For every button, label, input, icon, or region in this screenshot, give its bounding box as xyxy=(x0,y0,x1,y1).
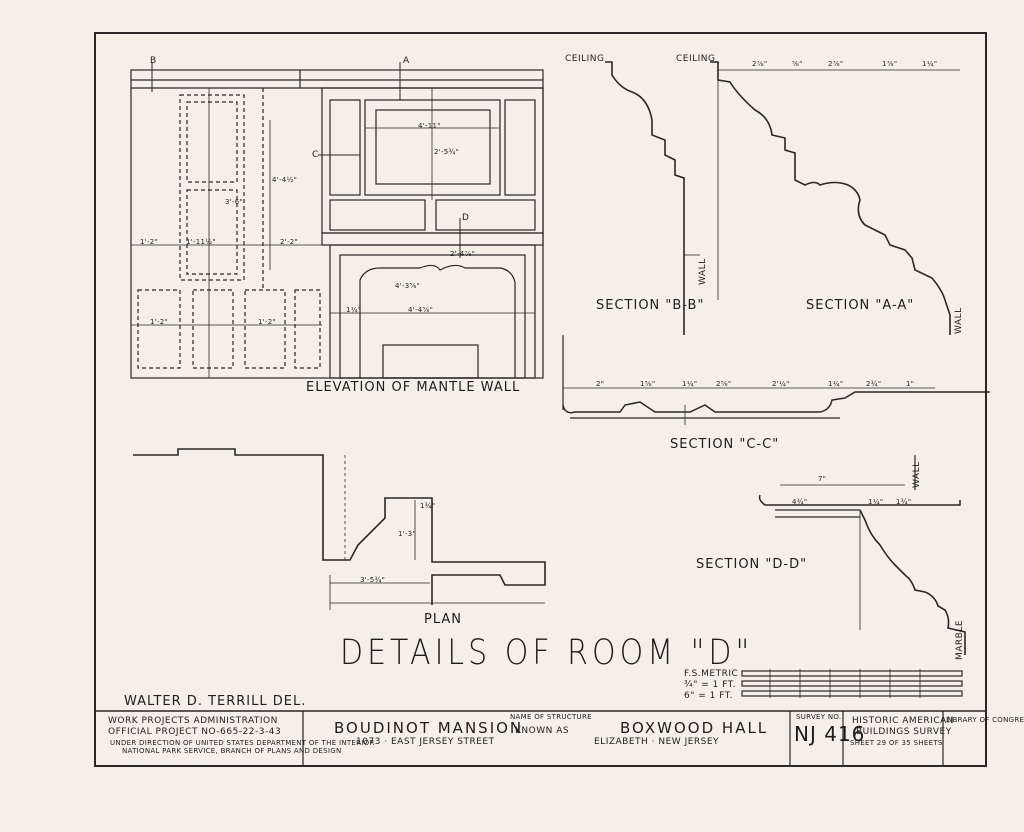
dim-text: 1¼" xyxy=(922,60,938,68)
wpa-line-2: OFFICIAL PROJECT NO-665-22-3-43 xyxy=(108,727,282,737)
plan-drawing xyxy=(133,448,546,610)
dim-text: 2¾" xyxy=(866,380,882,388)
dim-text: 2" xyxy=(596,380,605,388)
sheet-border xyxy=(94,32,987,767)
drawing-title: DETAILS OF ROOM "D" xyxy=(340,633,754,674)
dim-text: 1" xyxy=(906,380,915,388)
dim-text: 2'-5¾" xyxy=(434,148,460,156)
dim-text: 7" xyxy=(818,475,827,483)
section-dd-label: SECTION "D-D" xyxy=(696,557,808,572)
dim-text: 4¾" xyxy=(792,498,808,506)
wpa-line-1: WORK PROJECTS ADMINISTRATION xyxy=(108,716,278,726)
dim-text: 1¼" xyxy=(682,380,698,388)
dim-text: 2⅞" xyxy=(828,60,844,68)
dim-text: 1'-2" xyxy=(258,318,277,326)
dim-text: 3'-5¾" xyxy=(360,576,386,584)
dim-text: 4'-4⅝" xyxy=(408,306,434,314)
dim-text: 2'-2" xyxy=(280,238,299,246)
dim-text: 4'-11" xyxy=(418,122,441,130)
ceiling-label-aa: CEILING xyxy=(676,54,716,64)
dim-text: 2'¼" xyxy=(772,380,790,388)
name-caption: NAME OF STRUCTURE xyxy=(510,713,592,721)
survey-number: NJ 416 xyxy=(794,722,866,746)
habs-line-1: HISTORIC AMERICAN xyxy=(852,716,954,726)
dim-text: 1¼" xyxy=(868,498,884,506)
structure-aka: BOXWOOD HALL xyxy=(620,719,769,737)
section-marker-a: A xyxy=(403,56,410,66)
ceiling-label-bb: CEILING xyxy=(565,54,605,64)
habs-line-2: BUILDINGS SURVEY xyxy=(856,727,952,737)
section-cc-label: SECTION "C-C" xyxy=(670,437,780,452)
section-bb-profile xyxy=(605,61,700,335)
section-marker-b: B xyxy=(150,56,157,66)
dim-text: 1¼" xyxy=(346,306,362,314)
library-note: LIBRARY OF CONGRESS xyxy=(946,716,1024,724)
dim-text: 2⅝" xyxy=(716,380,732,388)
dim-text: 1⅝" xyxy=(640,380,656,388)
wall-label-dd: WALL xyxy=(912,461,922,488)
known-as: KNOWN AS xyxy=(515,726,570,736)
wall-label-aa: WALL xyxy=(954,307,964,334)
dim-text: 1'-2" xyxy=(150,318,169,326)
section-dd-profile xyxy=(758,455,966,655)
wall-label-bb: WALL xyxy=(698,258,708,285)
elevation-label: ELEVATION OF MANTLE WALL xyxy=(306,380,521,395)
dim-text: 4'-4½" xyxy=(272,176,298,184)
wpa-line-4: NATIONAL PARK SERVICE, BRANCH OF PLANS A… xyxy=(122,747,342,755)
dim-text: 1'-3" xyxy=(398,530,417,538)
dim-text: 1⅞" xyxy=(882,60,898,68)
section-aa-label: SECTION "A-A" xyxy=(806,298,915,313)
survey-caption: SURVEY NO. xyxy=(796,713,842,721)
dim-text: 2⅞" xyxy=(752,60,768,68)
sheet-number: SHEET 29 OF 35 SHEETS xyxy=(850,739,943,747)
street-address: 1073 · EAST JERSEY STREET xyxy=(356,737,495,747)
dim-text: 1¾" xyxy=(420,502,436,510)
wpa-line-3: UNDER DIRECTION OF UNITED STATES DEPARTM… xyxy=(110,739,375,747)
structure-name: BOUDINOT MANSION xyxy=(334,719,524,737)
plan-label: PLAN xyxy=(424,612,462,627)
section-bb-label: SECTION "B-B" xyxy=(596,298,705,313)
city-state: ELIZABETH · NEW JERSEY xyxy=(594,737,720,747)
section-aa-profile xyxy=(710,61,960,335)
dim-text: 1¼" xyxy=(828,380,844,388)
section-marker-d: D xyxy=(462,213,470,223)
dim-text: 4'-3⅝" xyxy=(395,282,421,290)
dim-text: 1'-2" xyxy=(140,238,159,246)
graphic-scales xyxy=(741,669,963,698)
dim-text: ⅝" xyxy=(792,60,803,68)
section-cc-profile xyxy=(562,335,990,425)
scale-label-6: 6" = 1 FT. xyxy=(684,691,734,701)
marble-label: MARBLE xyxy=(955,619,965,660)
dim-text: 1'-11½" xyxy=(186,238,216,246)
dim-text: 3'-6" xyxy=(225,198,244,206)
section-marker-c: C xyxy=(312,150,319,160)
scale-label-34: ¾" = 1 FT. xyxy=(684,680,737,690)
dim-text: 1¾" xyxy=(896,498,912,506)
scale-label-fs: F.S.METRIC xyxy=(684,669,739,679)
elevation-drawing xyxy=(130,62,544,379)
delineator: WALTER D. TERRILL DEL. xyxy=(124,694,307,709)
dim-text: 2'-4⅞" xyxy=(450,250,476,258)
